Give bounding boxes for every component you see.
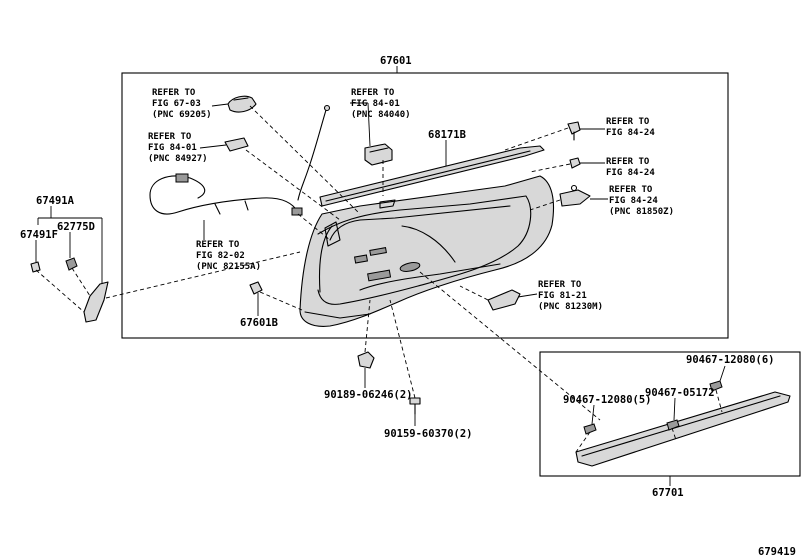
ref-handle-line2: FIG 67-03 [152, 99, 201, 109]
clip-part-c [559, 184, 591, 207]
power-window-switch-part [364, 143, 393, 166]
ref-lamp-line1: REFER TO [148, 132, 192, 142]
ref-speaker-line1: REFER TO [538, 280, 582, 290]
clip-part-a [567, 121, 581, 141]
door-trim-assembly-frame [121, 72, 729, 339]
door-trim-panel [299, 175, 555, 327]
ref-handle-line3: (PNC 69205) [152, 110, 212, 120]
label-67491a: 67491A [36, 195, 75, 207]
screw-90159-part [409, 397, 421, 415]
label-67601: 67601 [380, 55, 412, 67]
label-90467-12080-5: 90467-12080(5) [563, 394, 652, 406]
clip-90189-part [357, 351, 375, 369]
ref-wire-line3: (PNC 82155A) [196, 262, 261, 272]
door-belt-molding [319, 145, 545, 207]
ref-switch-line3: (PNC 84040) [351, 110, 411, 120]
courtesy-lamp-part [224, 137, 249, 152]
ref-switch-line1: REFER TO [351, 88, 395, 98]
scuff-plate-part [575, 380, 791, 467]
dashed-guide-lines [35, 105, 723, 453]
speaker-cover-part [487, 289, 521, 311]
label-90189: 90189-06246(2) [324, 389, 413, 401]
inside-handle-part [227, 95, 257, 113]
ref-switch-line2: FIG 84-01 [351, 99, 400, 109]
label-67491f: 67491F [20, 229, 58, 241]
lining-67491a-part [83, 281, 109, 323]
leader-lines [35, 102, 726, 426]
wire-harness-part [149, 173, 303, 216]
label-67701: 67701 [652, 487, 684, 499]
ref-lamp-line2: FIG 84-01 [148, 143, 197, 153]
ref-fig-c-line1: REFER TO [609, 185, 653, 195]
ref-speaker-line2: FIG 81-21 [538, 291, 587, 301]
label-67601b: 67601B [240, 317, 278, 329]
label-62775d: 62775D [57, 221, 95, 233]
clip-67491f-part [30, 261, 41, 273]
figure-number: 679419 [758, 546, 796, 558]
ref-wire-line2: FIG 82-02 [196, 251, 245, 261]
clip-part-b [569, 157, 581, 169]
ref-fig-c-line3: (PNC 81850Z) [609, 207, 674, 217]
clip-62775d-part [65, 257, 78, 271]
label-90467-12080-6: 90467-12080(6) [686, 354, 775, 366]
ref-fig-b-line2: FIG 84-24 [606, 168, 655, 178]
ref-fig-a-line1: REFER TO [606, 117, 650, 127]
ref-fig-b-line1: REFER TO [606, 157, 650, 167]
ref-lamp-line3: (PNC 84927) [148, 154, 208, 164]
label-90159: 90159-60370(2) [384, 428, 473, 440]
door-cable [297, 109, 327, 201]
ref-wire-line1: REFER TO [196, 240, 240, 250]
label-90467-05172: 90467-05172 [645, 387, 715, 399]
ref-fig-a-line2: FIG 84-24 [606, 128, 655, 138]
ref-handle-line1: REFER TO [152, 88, 196, 98]
ref-fig-c-line2: FIG 84-24 [609, 196, 658, 206]
screw-cover-part [249, 281, 263, 295]
ref-speaker-line3: (PNC 81230M) [538, 302, 603, 312]
label-68171b: 68171B [428, 129, 466, 141]
